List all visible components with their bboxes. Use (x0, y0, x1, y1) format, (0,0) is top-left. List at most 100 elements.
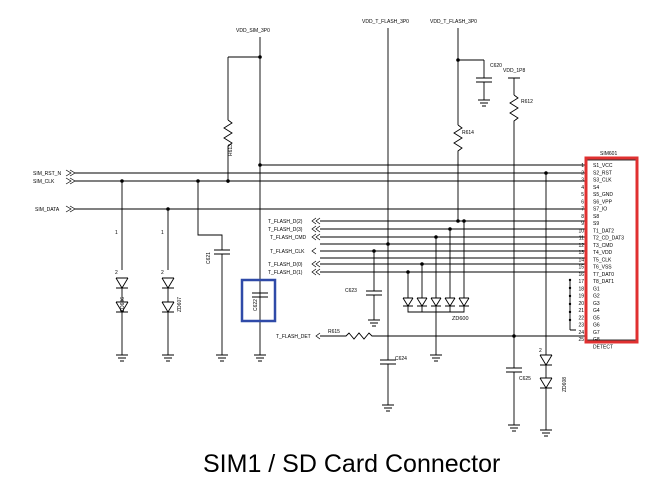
zd606-pin2: 2 (115, 270, 118, 276)
zd607-pin1: 1 (161, 230, 164, 236)
connector-pin-label: T6_VSS (593, 265, 612, 271)
connector-pin-number: 12 (578, 243, 584, 249)
connector-pin-number: 15 (578, 265, 584, 271)
connector-pin-label: T1_DAT2 (593, 228, 614, 234)
connector-pin-number: 3 (581, 178, 584, 184)
sim-left-nets (65, 163, 586, 270)
connector-pin-number: 1 (581, 163, 584, 169)
connector-pin-number: 7 (581, 207, 584, 213)
tflash-det-label: T_FLASH_DET (276, 334, 311, 340)
zd607-label: ZD607 (177, 297, 183, 312)
connector-pin-label: T7_DAT0 (593, 272, 614, 278)
connector-pin-number: 22 (578, 315, 584, 321)
connector-pin-number: 20 (578, 301, 584, 307)
zd607-diode (161, 277, 175, 362)
sim-rst-label: SIM_RST_N (33, 171, 61, 177)
connector-pin-label: G6 (593, 323, 600, 329)
connector-pin-number: 19 (578, 294, 584, 300)
connector-pin-number: 2 (581, 170, 584, 176)
c623-capacitor (366, 251, 382, 327)
zd600-label: ZD600 (452, 316, 469, 322)
c623-label: C623 (345, 288, 357, 294)
vdd-sim-net (223, 37, 262, 355)
connector-pin-number: 17 (578, 279, 584, 285)
c624-capacitor (380, 330, 396, 412)
c622-label: C622 (253, 299, 259, 311)
zd607-pin2: 2 (161, 270, 164, 276)
connector-pin-label: G2 (593, 294, 600, 300)
zd608-label: ZD608 (562, 377, 568, 392)
connector-pin-label: S4 (593, 185, 599, 191)
connector-pin-number: 18 (578, 286, 584, 292)
c625-label: C625 (519, 376, 531, 382)
sim-data-label: SIM_DATA (35, 207, 60, 213)
connector-pin-label: S3_CLK (593, 178, 612, 184)
connector-pin-label: G7 (593, 330, 600, 336)
vdd-sim-label: VDD_SIM_3P0 (236, 28, 270, 34)
zd606-pin1: 1 (115, 230, 118, 236)
connector-pin-number: 9 (581, 221, 584, 227)
vdd-tflash-net (387, 28, 492, 330)
c620-label: C620 (490, 63, 502, 69)
connector-pin-label: T5_CLK (593, 257, 612, 263)
vdd-1p8-net (508, 77, 520, 338)
connector-pin-number: 10 (578, 228, 584, 234)
c624-label: C624 (395, 356, 407, 362)
connector-pin-number: 24 (578, 330, 584, 336)
c625-capacitor (506, 336, 522, 432)
c621-label: C621 (206, 252, 212, 264)
r614-label: R614 (462, 130, 474, 136)
connector-pin-number: 13 (578, 250, 584, 256)
connector-pin-label: S5_GND (593, 192, 613, 198)
zd606-diode (115, 277, 129, 362)
connector-pin-number: 16 (578, 272, 584, 278)
connector-pin-label: S2_RST (593, 170, 612, 176)
connector-pin-label: T2_CD_DAT3 (593, 236, 624, 242)
connector-pin-number: 14 (578, 257, 584, 263)
connector-pin-label: S9 (593, 221, 599, 227)
zd608-pin2: 2 (539, 348, 542, 354)
vdd-tflash-label-1: VDD_T_FLASH_3P0 (362, 19, 409, 25)
connector-pin-label: G5 (593, 315, 600, 321)
connector-pin-label: S1_VCC (593, 163, 613, 169)
sim-clk-label: SIM_CLK (33, 179, 55, 185)
connector-pin-label: T4_VDD (593, 250, 613, 256)
vdd-1p8-label: VDD_1P8 (503, 68, 525, 74)
connector-pin-label: S6_VPP (593, 199, 613, 205)
connector-pins: S1_VCC 1S2_RST 2S3_CLK 3S4 4S5_GND 5S6_VPP 6S7… (578, 163, 624, 350)
connector-ref: SIM601 (600, 151, 617, 157)
tflash-clk-label: T_FLASH_CLK (270, 249, 305, 255)
r613-label: R613 (228, 144, 234, 156)
connector-pin-number: 21 (578, 308, 584, 314)
tflash-d1-label: T_FLASH_D(1) (268, 270, 303, 276)
connector-pin-number: 25 (578, 337, 584, 343)
connector-gnd-tie (568, 278, 576, 331)
connector-highlight-box (584, 156, 639, 344)
connector-pin-label: G3 (593, 301, 600, 307)
vdd-tflash-label-2: VDD_T_FLASH_3P0 (430, 19, 477, 25)
zd606-label: ZD606 (120, 297, 126, 312)
connector-pin-label: T8_DAT1 (593, 279, 614, 285)
capacitor-highlight-box (240, 278, 277, 323)
c622-capacitor (252, 292, 268, 362)
connector-pin-number: 5 (581, 192, 584, 198)
connector-pin-number: 8 (581, 214, 584, 220)
connector-pin-number: 6 (581, 199, 584, 205)
figure-caption: SIM1 / SD Card Connector (203, 450, 500, 478)
connector-pin-label: G4 (593, 308, 600, 314)
c621-capacitor (214, 249, 230, 362)
r612-label: R612 (521, 99, 533, 105)
zd608-diode (539, 173, 553, 437)
connector-pin-number: 4 (581, 185, 584, 191)
tflash-nets (311, 171, 586, 340)
connector-pin-label: DETECT (593, 344, 613, 350)
connector-pin-label: S7_IO (593, 207, 607, 213)
zd600-diode-array (402, 221, 470, 362)
tflash-d2-label: T_FLASH_D(2) (268, 219, 303, 225)
connector-pin-number: 11 (579, 236, 584, 242)
connector-pin-label: T3_CMD (593, 243, 613, 249)
connector-pin-number: 23 (578, 323, 584, 329)
connector-pin-label: G1 (593, 286, 600, 292)
tflash-d0-label: T_FLASH_D(0) (268, 262, 303, 268)
